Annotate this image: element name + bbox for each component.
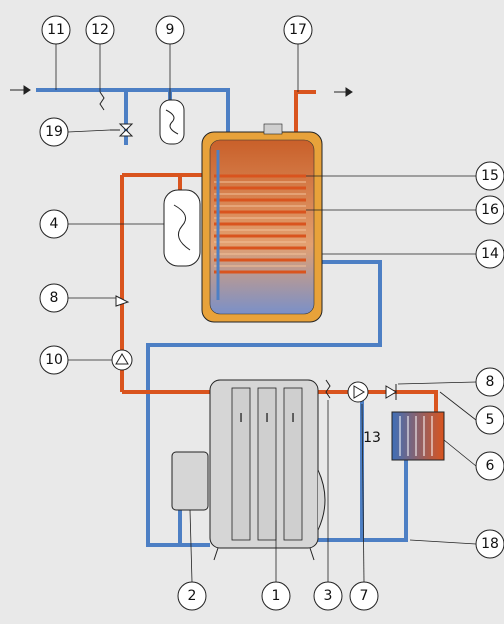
label-2: 2 <box>177 581 207 611</box>
label-5: 5 <box>475 405 504 435</box>
svg-text:11: 11 <box>47 22 65 38</box>
leader-lines <box>55 44 477 583</box>
svg-text:14: 14 <box>481 246 499 262</box>
tank-body <box>209 139 315 315</box>
boiler: I I I <box>209 379 326 561</box>
svg-text:10: 10 <box>45 352 63 368</box>
label-14: 14 <box>475 239 504 269</box>
svg-text:I: I <box>291 411 295 425</box>
svg-text:16: 16 <box>481 202 499 218</box>
label-13: 13 <box>363 430 381 446</box>
radiator-6 <box>391 411 445 461</box>
svg-text:2: 2 <box>188 588 197 604</box>
svg-text:15: 15 <box>481 168 499 184</box>
svg-text:18: 18 <box>481 536 499 552</box>
safety-valve-3 <box>325 379 331 399</box>
heating-coil <box>214 174 306 274</box>
label-4: 4 <box>39 209 69 239</box>
callout-labels: 11 12 9 17 19 15 16 4 14 8 10 8 5 6 18 2… <box>39 15 504 611</box>
svg-text:7: 7 <box>360 588 369 604</box>
check-valve-8-right <box>385 384 397 400</box>
svg-text:4: 4 <box>50 216 59 232</box>
pump-10 <box>111 349 133 371</box>
label-15: 15 <box>475 161 504 191</box>
flow-arrows <box>10 85 353 97</box>
svg-text:3: 3 <box>324 588 333 604</box>
radiator-return-pipe <box>318 460 408 542</box>
svg-text:5: 5 <box>486 412 495 428</box>
svg-text:8: 8 <box>486 374 495 390</box>
label-16: 16 <box>475 195 504 225</box>
check-valve-8-left <box>115 295 130 307</box>
svg-text:13: 13 <box>363 430 381 446</box>
safety-valve-12 <box>99 91 105 111</box>
expansion-vessel-9 <box>159 99 185 145</box>
label-17: 17 <box>283 15 313 45</box>
boiler-to-radiator-pipe <box>318 390 438 412</box>
label-7: 7 <box>349 581 379 611</box>
label-1: 1 <box>261 581 291 611</box>
coil-return-pipe <box>146 260 382 547</box>
svg-text:19: 19 <box>45 124 63 140</box>
label-18: 18 <box>475 529 504 559</box>
svg-text:6: 6 <box>486 458 495 474</box>
storage-tank <box>201 123 323 323</box>
svg-text:9: 9 <box>166 22 175 38</box>
label-11: 11 <box>41 15 71 45</box>
label-12: 12 <box>85 15 115 45</box>
expansion-vessel-4 <box>163 189 201 267</box>
label-8-right: 8 <box>475 367 504 397</box>
svg-text:17: 17 <box>289 22 307 38</box>
svg-text:I: I <box>239 411 243 425</box>
label-9: 9 <box>155 15 185 45</box>
label-3: 3 <box>313 581 343 611</box>
burner-2 <box>171 451 209 511</box>
svg-text:12: 12 <box>91 22 109 38</box>
label-19: 19 <box>39 117 69 147</box>
valve-19 <box>110 123 134 137</box>
label-8-left: 8 <box>39 283 69 313</box>
tank-top-fitting <box>263 123 283 135</box>
svg-text:1: 1 <box>272 588 281 604</box>
pump-7 <box>347 381 369 403</box>
svg-text:8: 8 <box>50 290 59 306</box>
hot-outlet-pipe <box>294 90 316 150</box>
label-10: 10 <box>39 345 69 375</box>
label-6: 6 <box>475 451 504 481</box>
svg-text:I: I <box>265 411 269 425</box>
